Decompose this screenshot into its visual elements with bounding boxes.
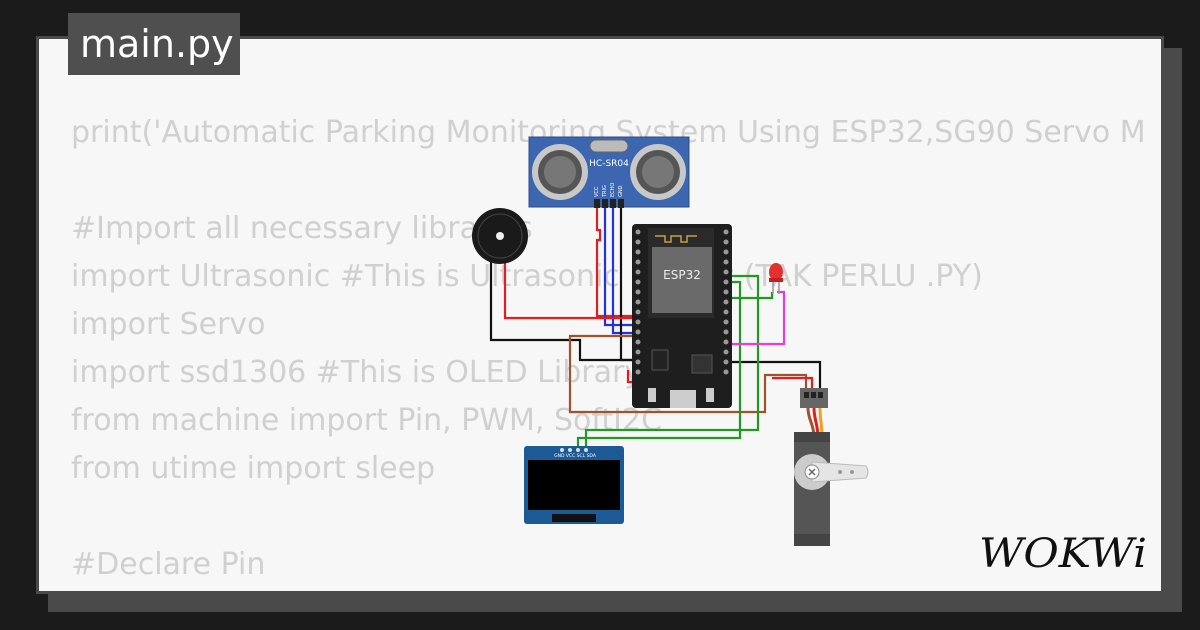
wire-vcc bbox=[595, 207, 640, 318]
wires bbox=[489, 207, 822, 452]
wire-led-gnd bbox=[726, 292, 774, 300]
filename-label: main.py bbox=[80, 22, 234, 66]
wire-echo bbox=[611, 207, 640, 335]
filename-tab[interactable]: main.py bbox=[68, 13, 240, 75]
oled-pin-labels: GND VCC SCL SDA bbox=[554, 453, 597, 459]
code-line: import Servo bbox=[71, 307, 266, 342]
code-line: import Ultrasonic #This is Ultrasonic Li… bbox=[71, 259, 983, 294]
servo-motor[interactable] bbox=[794, 388, 869, 546]
code-line: #Import all necessary libraries bbox=[71, 211, 533, 246]
sensor-pin-gnd: GND bbox=[618, 185, 624, 197]
wire-servo-brown bbox=[568, 334, 808, 414]
wire-buzzer-sig bbox=[503, 255, 640, 320]
sensor-pin-echo: ECHO bbox=[610, 183, 616, 197]
code-line: #Declare Pin bbox=[71, 547, 266, 582]
sensor-pin-trig: TRIG bbox=[602, 185, 608, 198]
mcu-label: ESP32 bbox=[663, 268, 701, 282]
wokwi-logo-text: WOKWi bbox=[979, 531, 1147, 577]
wire-oled-sda bbox=[584, 274, 760, 452]
buzzer[interactable] bbox=[472, 208, 528, 264]
code-line: from utime import sleep bbox=[71, 451, 436, 486]
sensor-pin-vcc: VCC bbox=[594, 186, 600, 197]
wire-led bbox=[726, 290, 786, 346]
esp32-pins-left bbox=[635, 229, 641, 375]
wire-oled-scl bbox=[576, 280, 742, 452]
code-line: print('Automatic Parking Monitoring Syst… bbox=[71, 115, 1146, 150]
wire-trig bbox=[603, 207, 640, 327]
code-line: from machine import Pin, PWM, SoftI2C bbox=[71, 403, 663, 438]
sensor-label: HC-SR04 bbox=[589, 159, 629, 169]
wire-servo-power bbox=[772, 376, 814, 390]
esp32-board[interactable]: ESP32 bbox=[632, 224, 732, 408]
esp32-pins-right bbox=[723, 229, 729, 375]
sensor-pin-labels: VCC TRIG ECHO GND bbox=[594, 183, 624, 198]
red-led[interactable] bbox=[769, 263, 783, 294]
wokwi-logo: WOKWi bbox=[979, 531, 1147, 577]
wire-buzzer-gnd bbox=[489, 255, 640, 362]
ultrasonic-sensor[interactable]: HC-SR04 VCC TRIG ECHO GND bbox=[528, 136, 690, 208]
code-listing: print('Automatic Parking Monitoring Syst… bbox=[71, 109, 1146, 591]
oled-display[interactable]: GND VCC SCL SDA bbox=[524, 446, 624, 524]
